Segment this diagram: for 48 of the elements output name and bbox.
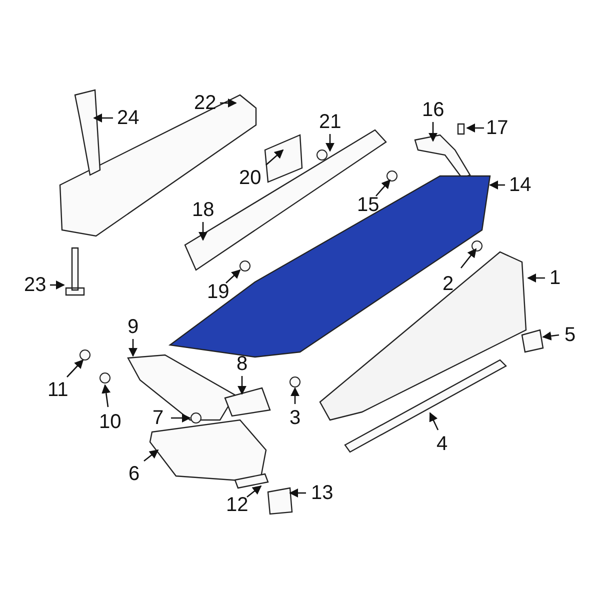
leader-line xyxy=(66,359,84,378)
leader-line xyxy=(290,387,300,404)
callout-number: 13 xyxy=(311,483,334,503)
callout-number: 24 xyxy=(117,108,140,128)
leader-line xyxy=(144,449,159,462)
callout-number: 21 xyxy=(319,112,342,132)
callout-number: 15 xyxy=(357,195,380,215)
callout-number: 10 xyxy=(99,412,122,432)
leader-line xyxy=(376,179,391,196)
leader-line xyxy=(489,180,505,190)
leader-line xyxy=(171,413,191,423)
callout-number: 1 xyxy=(550,268,561,288)
leader-line xyxy=(289,488,306,498)
callout-number: 18 xyxy=(192,200,214,220)
callout-number: 3 xyxy=(290,408,301,428)
callout-number: 8 xyxy=(236,354,248,374)
callout-number: 11 xyxy=(48,380,68,400)
callout-number: 7 xyxy=(152,408,164,428)
leader-line xyxy=(102,384,111,408)
leader-line xyxy=(466,123,484,133)
callout-number: 14 xyxy=(509,175,532,195)
callout-number: 16 xyxy=(422,100,444,120)
leader-line xyxy=(93,113,113,123)
callout-number: 12 xyxy=(226,495,248,515)
leader-line xyxy=(226,269,241,284)
leader-line xyxy=(128,339,138,357)
leader-line xyxy=(50,280,65,290)
callout-number: 22 xyxy=(194,93,216,113)
leader-line xyxy=(237,376,247,395)
leader-line xyxy=(266,149,284,166)
leader-line xyxy=(460,248,477,268)
leader-line xyxy=(428,122,438,142)
callout-number: 5 xyxy=(564,325,576,345)
leader-line xyxy=(220,98,237,108)
leader-line xyxy=(527,273,545,283)
callout-number: 17 xyxy=(486,118,508,138)
leader-line xyxy=(542,331,560,340)
leader-line xyxy=(429,412,439,430)
callout-number: 9 xyxy=(128,317,139,337)
leader-line xyxy=(198,222,208,241)
callout-number: 6 xyxy=(128,464,140,484)
leader-line xyxy=(246,485,262,498)
callout-number: 23 xyxy=(24,275,46,295)
callout-number: 4 xyxy=(436,434,448,454)
callout-number: 19 xyxy=(207,282,230,302)
callout-number: 2 xyxy=(442,274,454,294)
leader-line xyxy=(325,134,335,152)
callout-number: 20 xyxy=(239,168,262,188)
